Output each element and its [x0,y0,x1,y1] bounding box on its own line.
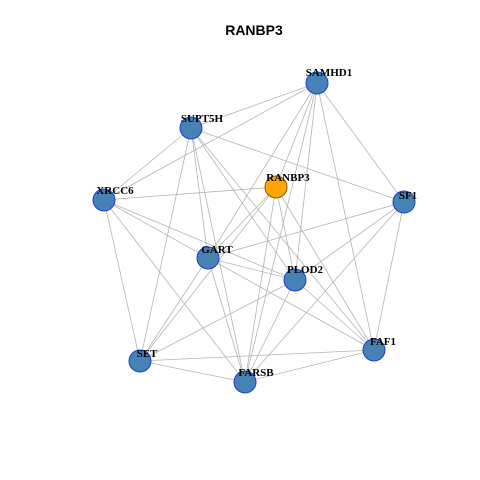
node-label-xrcc6: XRCC6 [96,185,134,197]
edge-ranbp3-farsb [244,186,277,383]
node-label-gart: GART [201,244,233,256]
edge-set-farsb [139,360,246,383]
edge-ranbp3-set [139,186,277,362]
edge-samhd1-sf1 [316,82,405,203]
edge-gart-plod2 [207,257,296,281]
graph-title: RANBP3 [225,22,283,38]
node-label-set: SET [137,348,158,360]
edge-supt5h-faf1 [190,127,375,351]
node-plod2[interactable] [283,268,307,292]
edge-plod2-set [139,279,296,362]
edge-faf1-set [139,349,375,362]
edge-samhd1-gart [207,82,318,259]
node-xrcc6[interactable] [92,188,116,212]
edge-supt5h-plod2 [190,127,296,281]
node-label-samhd1: SAMHD1 [306,67,352,79]
edge-xrcc6-set [103,199,141,362]
edge-gart-farsb [207,257,246,383]
edge-supt5h-set [139,127,192,362]
edge-samhd1-ranbp3 [275,82,318,188]
node-label-ranbp3: RANBP3 [266,172,310,184]
node-label-farsb: FARSB [238,367,274,379]
node-supt5h[interactable] [179,116,203,140]
edge-sf1-gart [207,201,405,259]
node-set[interactable] [128,349,152,373]
edge-xrcc6-farsb [103,199,246,383]
edge-ranbp3-plod2 [275,186,296,281]
edge-samhd1-faf1 [316,82,375,351]
edge-faf1-farsb [244,349,375,383]
edge-gart-faf1 [207,257,375,351]
edge-samhd1-supt5h [190,82,318,129]
node-label-supt5h: SUPT5H [181,113,224,125]
edge-ranbp3-faf1 [275,186,375,351]
edge-plod2-farsb [244,279,296,383]
edge-supt5h-xrcc6 [103,127,192,201]
edge-sf1-faf1 [373,201,405,351]
node-label-plod2: PLOD2 [287,264,324,276]
edge-samhd1-farsb [244,82,318,383]
edge-ranbp3-gart [207,186,277,259]
edge-samhd1-plod2 [294,82,318,281]
node-gart[interactable] [196,246,220,270]
node-samhd1[interactable] [305,71,329,95]
edge-xrcc6-plod2 [103,199,296,281]
node-sf1[interactable] [392,190,416,214]
edges-layer [103,82,405,383]
edge-samhd1-xrcc6 [103,82,318,201]
nodes-layer [92,71,416,394]
edge-gart-set [139,257,209,362]
edge-ranbp3-xrcc6 [103,186,277,201]
node-label-sf1: SF1 [399,190,417,202]
edge-plod2-faf1 [294,279,375,351]
node-farsb[interactable] [233,370,257,394]
node-label-faf1: FAF1 [370,336,396,348]
edge-sf1-farsb [244,201,405,383]
node-faf1[interactable] [362,338,386,362]
edge-sf1-plod2 [294,201,405,281]
node-ranbp3[interactable] [264,175,288,199]
edge-xrcc6-gart [103,199,209,259]
edge-supt5h-sf1 [190,127,405,203]
